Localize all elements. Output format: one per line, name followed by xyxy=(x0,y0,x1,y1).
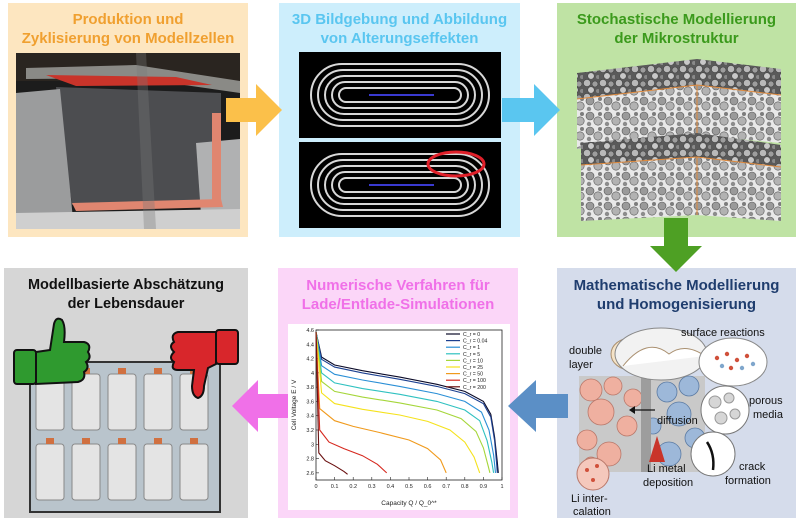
panel-mathematical: Mathematische Modellierung und Homogenis… xyxy=(557,268,796,518)
x-tick-label: 0.4 xyxy=(387,484,395,490)
lifetime-title-line2: der Lebensdauer xyxy=(67,296,185,312)
panel-stochastic: Stochastische Modellierung der Mikrostru… xyxy=(557,3,796,237)
arrow-numerical-to-lifetime xyxy=(232,380,288,432)
series-line xyxy=(315,332,348,475)
legend-label: C_r = 0.04 xyxy=(463,339,487,345)
stochastic-title-line2: der Mikrostruktur xyxy=(614,30,739,47)
mathematical-title-line1: Mathematische Modellierung xyxy=(573,277,780,294)
x-tick-label: 0.6 xyxy=(424,484,432,490)
imaging-title-line2: von Alterungseffekten xyxy=(320,30,479,47)
label-diffusion: diffusion xyxy=(657,415,698,427)
battery-cell xyxy=(107,438,137,501)
battery-cell xyxy=(143,368,173,431)
model-cell-photo xyxy=(16,53,240,229)
label-li-inter-2: calation xyxy=(573,506,611,518)
y-tick-label: 4 xyxy=(311,371,314,377)
homogenization-illustration: double layer surface reactions porous me… xyxy=(569,327,784,518)
series-line xyxy=(315,332,495,473)
x-tick-label: 0.3 xyxy=(368,484,376,490)
series-line xyxy=(315,332,491,474)
series-line xyxy=(315,332,388,474)
y-tick-label: 2.8 xyxy=(306,457,314,463)
battery-cell xyxy=(179,438,209,501)
imaging-title-line1: 3D Bildgebung und Abbildung xyxy=(291,11,508,28)
x-tick-label: 0.5 xyxy=(405,484,413,490)
arrow-imaging-to-stochastic xyxy=(502,84,560,136)
numerical-title: Numerische Verfahren für Lade/Entlade-Si… xyxy=(278,276,518,314)
panel-lifetime: Modellbasierte Abschätzung der Lebensdau… xyxy=(4,268,248,518)
y-tick-label: 3 xyxy=(311,442,314,448)
legend-label: C_r = 10 xyxy=(463,358,483,364)
x-tick-label: 0.8 xyxy=(461,484,469,490)
battery-cell xyxy=(71,438,101,501)
x-tick-label: 0.9 xyxy=(480,484,488,490)
imaging-title: 3D Bildgebung und Abbildung von Alterung… xyxy=(279,10,520,48)
battery-cell xyxy=(143,438,173,501)
panel-imaging: 3D Bildgebung und Abbildung von Alterung… xyxy=(279,3,520,237)
legend-label: C_r = 1 xyxy=(463,345,480,351)
aging-highlight-ellipse xyxy=(426,150,486,178)
lifetime-title-line1: Modellbasierte Abschätzung xyxy=(27,277,225,293)
arrow-production-to-imaging xyxy=(226,84,282,136)
thumbs-down-icon xyxy=(170,329,239,400)
chart-xlabel: Capacity Q / Q_0^* xyxy=(381,500,437,507)
numerical-title-line2: Lade/Entlade-Simulationen xyxy=(301,296,495,313)
x-tick-label: 0.7 xyxy=(442,484,450,490)
mathematical-title: Mathematische Modellierung und Homogenis… xyxy=(557,276,796,314)
label-double-layer-2: layer xyxy=(569,359,593,371)
legend-label: C_r = 50 xyxy=(463,372,483,378)
series-line xyxy=(315,332,447,474)
stochastic-title-line1: Stochastische Modellierung xyxy=(576,11,777,28)
thumbs-up-icon xyxy=(13,317,91,386)
y-tick-label: 3.4 xyxy=(306,414,314,420)
legend-label: C_r = 0 xyxy=(463,332,480,338)
battery-pack-illustration xyxy=(13,317,239,513)
label-porous-2: media xyxy=(753,409,784,421)
label-porous-1: porous xyxy=(749,395,783,407)
y-tick-label: 4.2 xyxy=(306,357,314,363)
x-tick-label: 0.1 xyxy=(331,484,339,490)
discharge-curve-chart: 2.6 2.8 3 3.2 3.4 3.6 3.8 4 4.2 4.4 4.6 0 0.1 0.2 0.3… xyxy=(288,324,510,510)
legend-label: C_r = 200 xyxy=(463,385,486,391)
series-line xyxy=(315,332,481,474)
stochastic-title: Stochastische Modellierung der Mikrostru… xyxy=(557,10,796,48)
production-title-line1: Produktion und xyxy=(72,11,184,28)
panel-numerical: Numerische Verfahren für Lade/Entlade-Si… xyxy=(278,268,518,518)
x-tick-label: 0 xyxy=(314,484,317,490)
x-tick-label: 0.2 xyxy=(349,484,357,490)
label-double-layer-1: double xyxy=(569,345,602,357)
legend-label: C_r = 5 xyxy=(463,352,480,358)
label-li-metal-1: Li metal xyxy=(647,463,686,475)
y-tick-label: 4.4 xyxy=(306,342,314,348)
legend-label: C_r = 25 xyxy=(463,365,483,371)
microstructure-3d-image xyxy=(576,59,782,221)
label-crack-1: crack xyxy=(739,461,766,473)
lifetime-title: Modellbasierte Abschätzung der Lebensdau… xyxy=(4,276,248,314)
label-li-inter-1: Li inter- xyxy=(571,493,608,505)
label-li-metal-2: deposition xyxy=(643,477,693,489)
y-tick-label: 2.6 xyxy=(306,471,314,477)
arrow-stochastic-to-mathematical xyxy=(650,218,702,272)
battery-cell xyxy=(107,368,137,431)
legend-label: C_r = 100 xyxy=(463,378,486,384)
production-title-line2: Zyklisierung von Modellzellen xyxy=(21,30,235,47)
chart-ylabel: Cell Voltage E / V xyxy=(291,379,298,430)
ct-scan-image xyxy=(299,52,501,228)
y-tick-label: 3.6 xyxy=(306,399,314,405)
battery-cell xyxy=(35,438,65,501)
y-tick-label: 3.2 xyxy=(306,428,314,434)
series-line xyxy=(315,331,498,473)
label-surface-reactions: surface reactions xyxy=(681,327,765,339)
mathematical-title-line2: und Homogenisierung xyxy=(596,296,757,313)
series-line xyxy=(315,332,497,473)
x-tick-label: 1 xyxy=(500,484,503,490)
arrow-mathematical-to-numerical xyxy=(508,380,568,432)
panel-production: Produktion und Zyklisierung von Modellze… xyxy=(8,3,248,237)
numerical-title-line1: Numerische Verfahren für xyxy=(306,277,490,294)
y-tick-label: 3.8 xyxy=(306,385,314,391)
label-crack-2: formation xyxy=(725,475,771,487)
y-tick-label: 4.6 xyxy=(306,328,314,334)
production-title: Produktion und Zyklisierung von Modellze… xyxy=(8,10,248,48)
